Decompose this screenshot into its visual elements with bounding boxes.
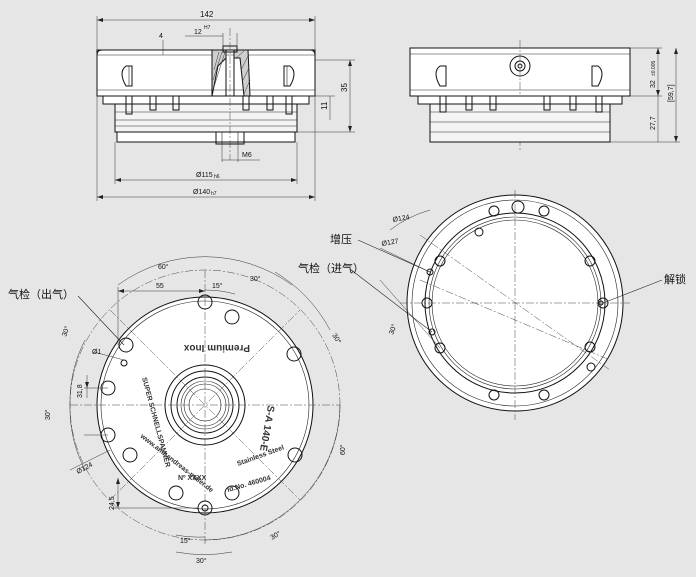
front-top-view: Premium Inox S-A 140-E SUPER SCHNELLSPAN… [44,256,347,565]
tol-h7-b: h7 [211,191,217,197]
angle-60-right: 60° [339,444,347,455]
dim-24-5: 24,5 [109,496,116,510]
section-hatching [212,50,251,95]
tol-h7-a: H7 [204,25,211,31]
angle-30-d: 30° [60,325,71,338]
dim-142: 142 [200,10,214,19]
label-air-check-out: 气检（出气） [8,287,74,301]
angle-60-top: 60° [158,263,169,271]
back-view: Ø124 Ø127 30° [379,190,630,420]
label-unlock: 解锁 [664,272,686,286]
dim-dia-115: Ø115 [196,172,213,179]
angle-30-a: 30° [250,275,261,283]
dim-dia-124-back: Ø124 [392,214,410,224]
engraving-serial: Nº XXXX [178,475,207,482]
dim-35: 35 [340,83,349,92]
angle-15-bottom: 15° [180,537,191,545]
dim-55: 55 [156,283,164,290]
dim-dia-124-front: Ø124 [76,461,95,475]
back-holes [421,200,609,401]
angle-15-top: 15° [212,282,223,290]
side-exterior-view: 32 ±0.005 [59,7] 27,7 [409,40,680,150]
engraving-product: Premium Inox [183,342,250,353]
dim-dia-127: Ø127 [381,238,399,248]
angle-30-b: 30° [330,332,342,345]
angle-30-e: 30° [44,409,52,420]
tol-32: ±0.005 [651,61,657,76]
dim-dia-1: Ø1 [92,349,101,356]
tol-h6: h6 [214,174,220,180]
dim-32: 32 [650,80,657,88]
dim-59-7: [59,7] [668,84,675,102]
dim-dia-140: Ø140 [193,189,210,196]
dim-11: 11 [320,101,329,110]
angle-30-back: 30° [387,323,398,336]
angle-30-f: 30° [196,557,207,565]
label-boost: 增压 [330,232,352,246]
dim-m6: M6 [242,152,252,159]
dim-4: 4 [159,33,163,40]
angle-30-c: 30° [269,529,282,541]
dim-27-7: 27,7 [650,116,657,130]
label-air-check-in: 气检（进气） [298,261,364,275]
side-section-view: 142 4 12 H7 35 11 M6 Ø115 h6 [96,10,355,201]
callout-labels: 气检（出气） 增压 气检（进气） 解锁 [8,232,686,346]
dim-31-8: 31,8 [77,384,84,398]
dim-12: 12 [194,29,202,36]
